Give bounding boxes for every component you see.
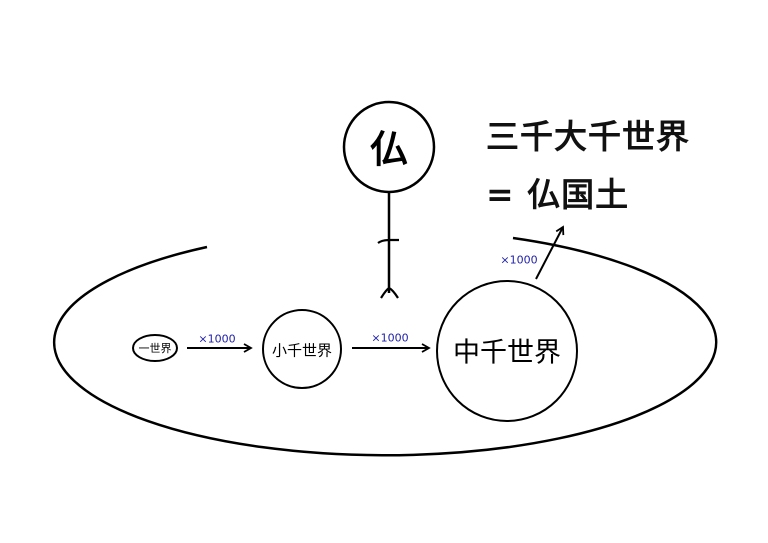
medium-chiliocosm-circle (436, 280, 578, 422)
title-line-2: = 仏国土 (486, 175, 630, 214)
one-world-label: 一世界 (138, 342, 172, 355)
multiplier-label-1: ×1000 (198, 332, 236, 346)
buddha-label: 仏 (369, 127, 409, 172)
multiplier-label-3: ×1000 (500, 253, 538, 267)
arrow-3 (535, 225, 565, 280)
title-line-1: 三千大千世界 (486, 117, 690, 156)
small-chiliocosm-label: 小千世界 (271, 341, 333, 360)
buddha-arms (377, 238, 399, 244)
multiplier-label-2: ×1000 (371, 331, 409, 345)
small-chiliocosm-circle (262, 309, 342, 389)
one-world-ellipse (132, 334, 178, 362)
medium-chiliocosm-label: 中千世界 (453, 337, 561, 369)
great-world-ellipse (52, 236, 718, 457)
buddha-feet (380, 286, 399, 299)
